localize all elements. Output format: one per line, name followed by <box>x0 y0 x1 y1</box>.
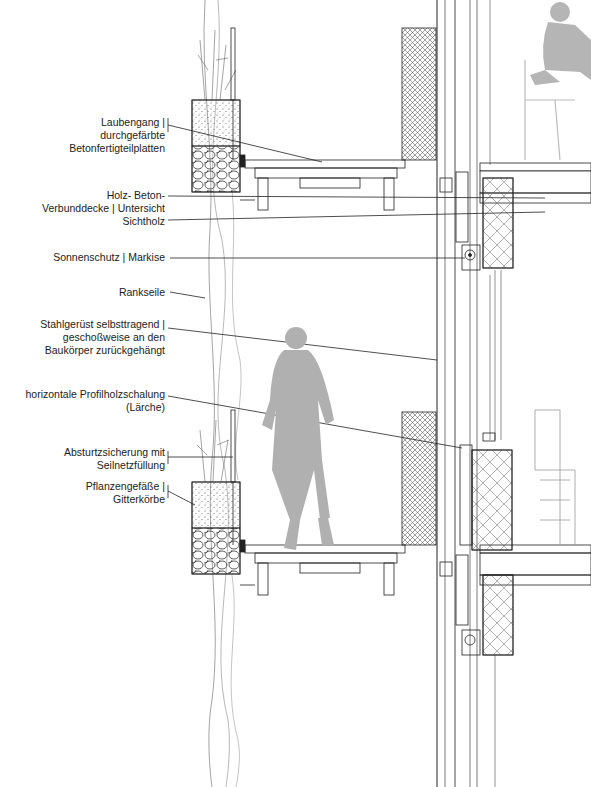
callout-label: Rankseile <box>119 286 165 299</box>
callout-label: Absturtzsicherung mit Seilnetzfüllung <box>47 446 165 472</box>
callout-label: Holz- Beton- Verbunddecke | Untersicht S… <box>39 189 165 228</box>
callout-label: Stahlgerüst selbsttragend | geschoßweise… <box>23 318 165 357</box>
callout-label: Pflanzengefäße | Gitterkörbe <box>79 480 165 506</box>
callout-label: Sonnenschutz | Markise <box>53 251 165 264</box>
callout-label: horizontale Profilholzschalung (Lärche) <box>23 388 165 414</box>
callout-label: Laubengang | durchgefärbte Betonfertigte… <box>47 116 165 155</box>
